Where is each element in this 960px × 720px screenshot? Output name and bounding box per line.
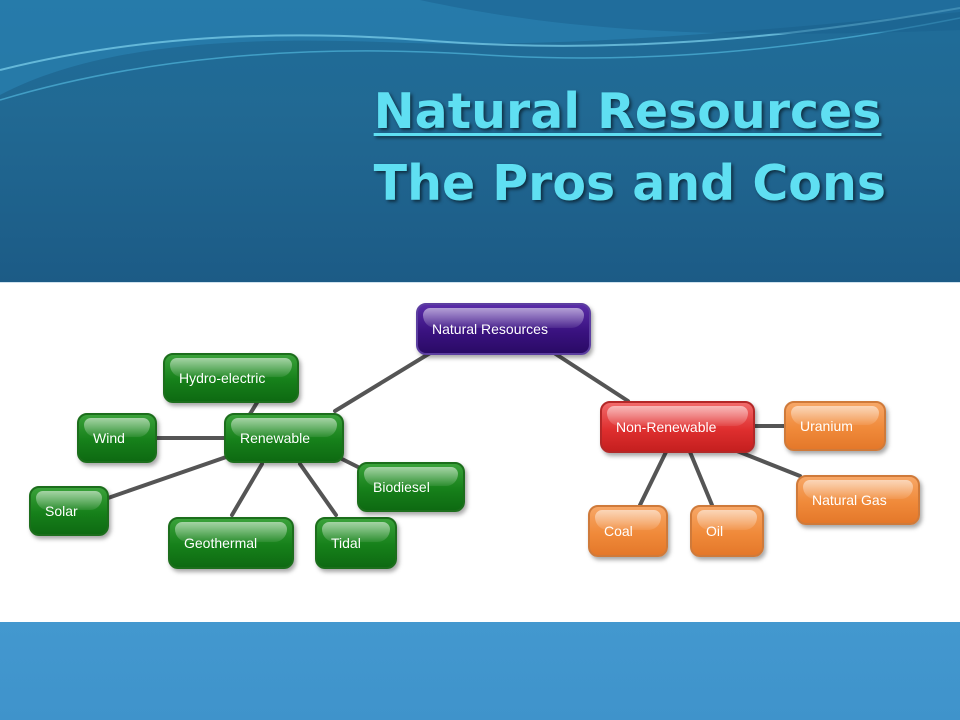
connector-tidal <box>298 462 338 517</box>
connector-geothermal <box>230 462 264 517</box>
node-uranium[interactable]: Uranium <box>784 401 886 451</box>
connector-hydro <box>248 399 260 416</box>
node-non-renewable[interactable]: Non-Renewable <box>600 401 755 453</box>
concept-map: Natural Resources Renewable Hydro-electr… <box>0 282 960 622</box>
node-wind[interactable]: Wind <box>77 413 157 463</box>
connector-solar <box>106 453 234 500</box>
connector-lines <box>106 345 802 517</box>
node-tidal[interactable]: Tidal <box>315 517 397 569</box>
node-natural-gas[interactable]: Natural Gas <box>796 475 920 525</box>
node-natural-resources[interactable]: Natural Resources <box>416 303 591 355</box>
slide-subtitle: The Pros and Cons <box>373 155 886 212</box>
connector-oil <box>688 450 714 507</box>
footer-band <box>0 622 960 720</box>
node-biodiesel[interactable]: Biodiesel <box>357 462 465 512</box>
node-renewable[interactable]: Renewable <box>224 413 344 463</box>
node-coal[interactable]: Coal <box>588 505 668 557</box>
connector-coal <box>638 450 668 507</box>
node-oil[interactable]: Oil <box>690 505 764 557</box>
title-block: Natural Resources The Pros and Cons <box>374 76 886 220</box>
title-header: Natural Resources The Pros and Cons <box>0 0 960 282</box>
node-geothermal[interactable]: Geothermal <box>168 517 294 569</box>
connector-root-nonrenewable <box>546 347 630 403</box>
slide-title: Natural Resources <box>373 83 882 140</box>
node-solar[interactable]: Solar <box>29 486 109 536</box>
connector-natural-gas <box>735 449 802 478</box>
node-hydro-electric[interactable]: Hydro-electric <box>163 353 299 403</box>
wave-decoration <box>0 0 960 101</box>
connector-biodiesel <box>340 457 362 470</box>
connector-root-renewable <box>333 345 442 413</box>
